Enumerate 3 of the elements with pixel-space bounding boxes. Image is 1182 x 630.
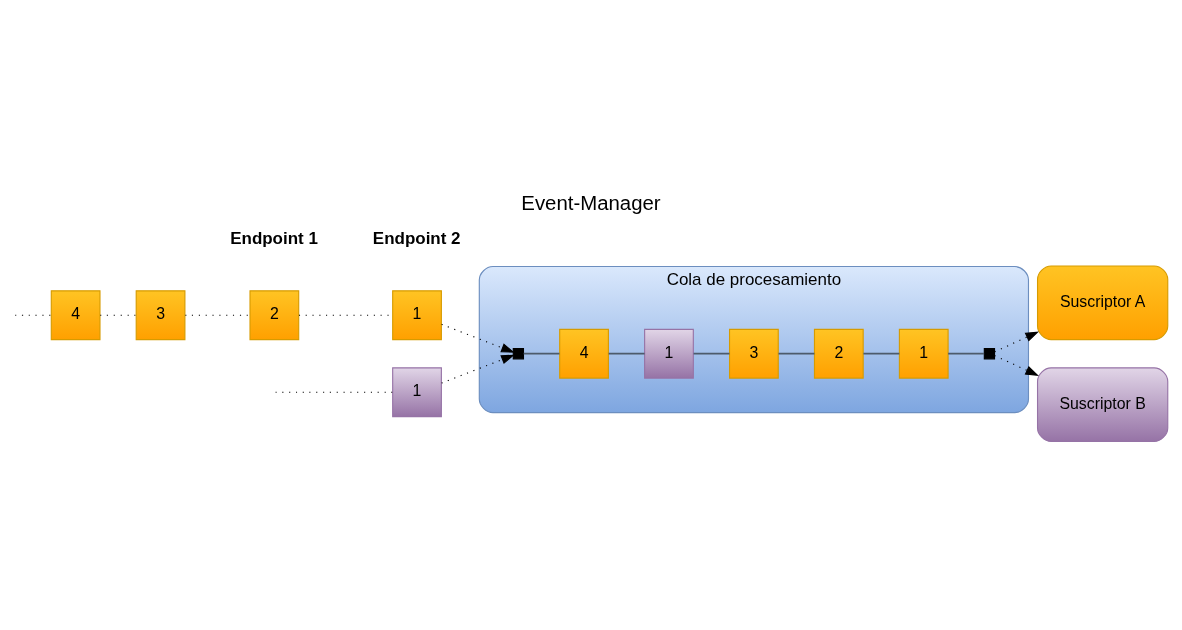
label: Endpoint 2 <box>372 228 461 248</box>
label: Endpoint 1 <box>230 228 318 248</box>
diagram-title: Event-Manager <box>521 191 661 214</box>
